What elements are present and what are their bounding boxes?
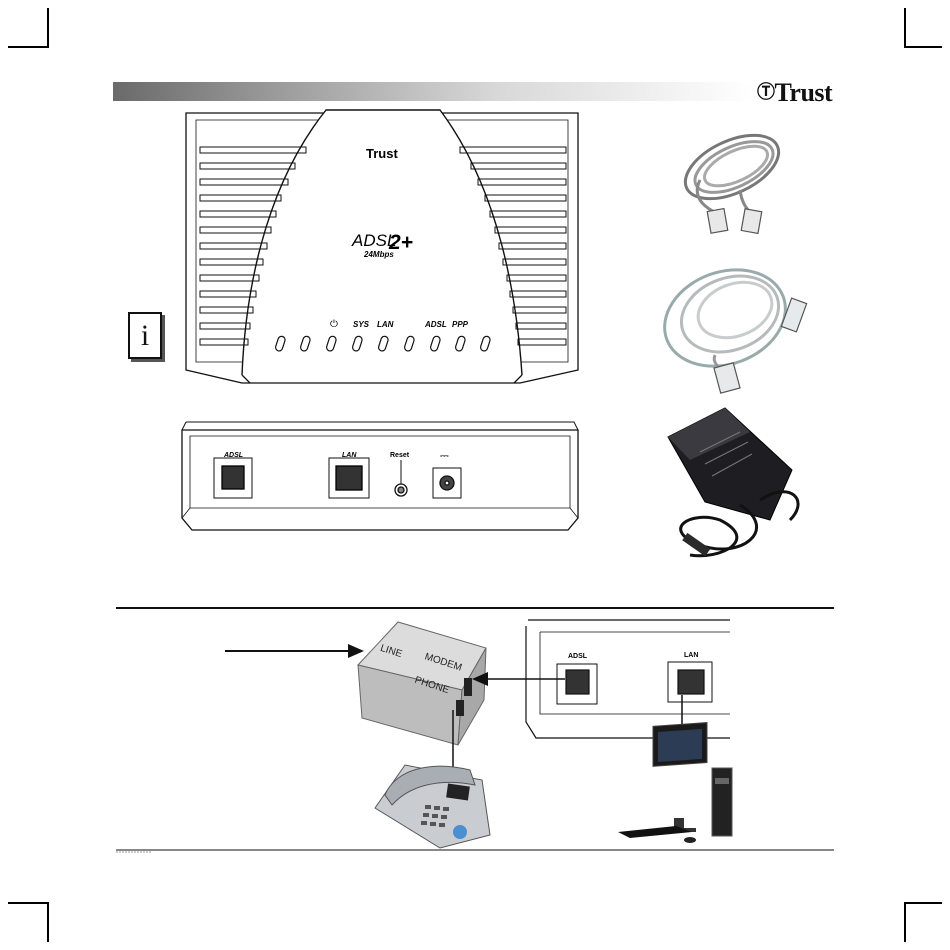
power-adapter bbox=[668, 408, 798, 556]
led-label-sys: SYS bbox=[353, 320, 370, 329]
led-label-ppp: PPP bbox=[452, 320, 469, 329]
modem-logo: Trust bbox=[366, 146, 398, 161]
back-lan-label: LAN bbox=[342, 452, 357, 459]
line-arrow bbox=[225, 644, 364, 658]
modem-speed: 24Mbps bbox=[363, 250, 394, 259]
phone-cable bbox=[676, 122, 789, 233]
diagram-lan-label: LAN bbox=[684, 652, 698, 659]
led-label-lan: LAN bbox=[377, 320, 394, 329]
ethernet-cable bbox=[651, 254, 807, 394]
led-label-power: ⏻ bbox=[330, 319, 338, 330]
back-reset-label: Reset bbox=[390, 452, 410, 459]
led-label-adsl: ADSL bbox=[424, 320, 447, 329]
computer bbox=[618, 723, 732, 843]
telephone bbox=[375, 765, 490, 848]
back-power-symbol: ⎓ bbox=[440, 450, 449, 462]
modem-back bbox=[182, 422, 578, 530]
diagram-adsl-label: ADSL bbox=[568, 653, 588, 660]
modem-rear-partial bbox=[526, 620, 730, 738]
back-adsl-label: ADSL bbox=[223, 452, 243, 459]
modem-to-splitter-arrow bbox=[472, 672, 565, 686]
